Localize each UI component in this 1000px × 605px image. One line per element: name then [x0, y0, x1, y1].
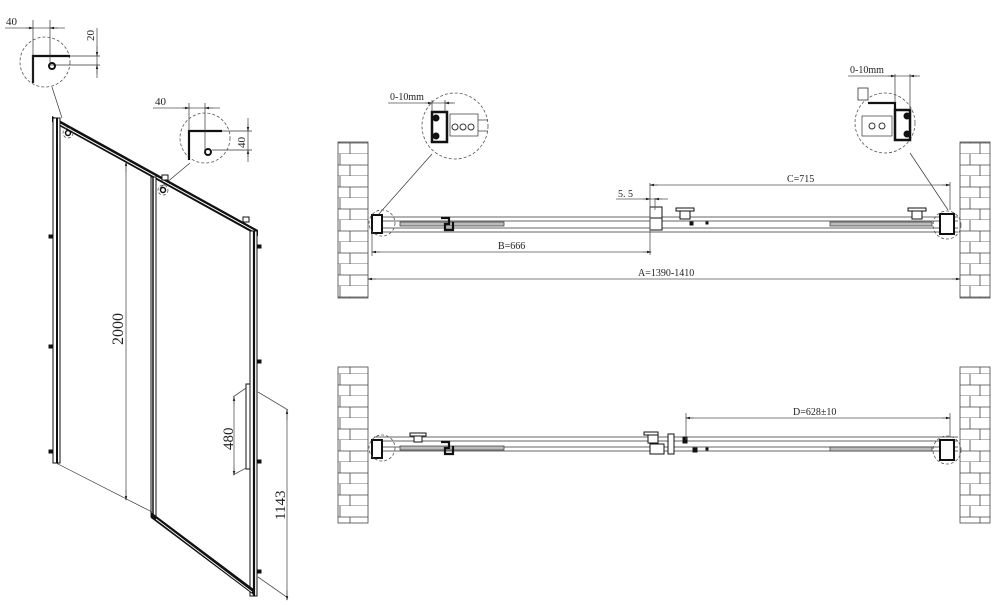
height-dimension: 2000 — [110, 161, 128, 501]
gap-dimension: 5. 5 — [616, 183, 668, 255]
height-label: 2000 — [110, 313, 127, 345]
handle-height-dimension: 1143 — [257, 391, 289, 601]
isometric-view: 40 20 40 40 — [5, 16, 289, 601]
plan-view-closed: 0-10mm 0-10mm — [337, 65, 991, 299]
dim-b-label: B=666 — [498, 241, 525, 252]
detail-width-label: 40 — [6, 16, 18, 28]
left-detail-gap-label: 0-10mm — [390, 92, 424, 103]
corner-detail-top-mid: 40 40 — [153, 96, 252, 189]
handle-length-dimension: 480 — [221, 387, 247, 476]
dim-c-label: C=715 — [787, 174, 814, 185]
detail-height-label: 20 — [85, 30, 97, 42]
dimension-d: D=628±10 — [685, 407, 951, 440]
left-wall — [337, 141, 369, 299]
right-detail-gap-label: 0-10mm — [850, 65, 884, 76]
handle-height-label: 1143 — [273, 491, 289, 520]
right-wall — [959, 366, 991, 524]
dimension-a: A=1390-1410 — [367, 268, 961, 281]
plan-view-open: D=628±10 — [337, 366, 991, 524]
right-wall — [959, 141, 991, 299]
corner-detail-top-left: 40 20 — [5, 16, 100, 119]
dimension-c: C=715 — [649, 174, 951, 210]
left-wall — [337, 366, 369, 524]
gap-label: 5. 5 — [618, 189, 633, 200]
detail-height-label: 40 — [236, 137, 248, 149]
door-frame — [48, 116, 262, 597]
handle-length-label: 480 — [221, 428, 237, 451]
detail-width-label: 40 — [155, 96, 167, 108]
dim-a-label: A=1390-1410 — [638, 268, 694, 279]
dim-d-label: D=628±10 — [793, 407, 836, 418]
dimension-b: B=666 — [371, 233, 652, 256]
left-detail: 0-10mm — [377, 92, 489, 216]
right-detail: 0-10mm — [848, 65, 949, 211]
